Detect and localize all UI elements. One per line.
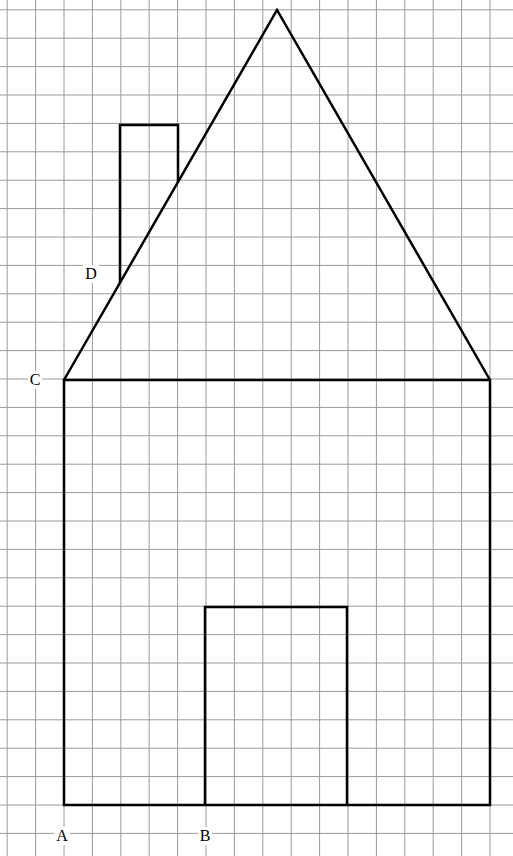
door: [205, 607, 347, 805]
grid-line: [0, 776, 513, 777]
point-label: A: [54, 827, 70, 845]
grid-line: [319, 0, 320, 856]
grid-line: [92, 0, 93, 856]
grid-line: [0, 350, 513, 351]
grid-line: [0, 492, 513, 493]
point-label: B: [198, 827, 213, 845]
grid-line: [0, 322, 513, 323]
grid-line: [0, 151, 513, 152]
grid-line: [0, 123, 513, 124]
grid-line: [0, 521, 513, 522]
grid-line: [0, 265, 513, 266]
grid-line: [0, 663, 513, 664]
grid-line: [0, 719, 513, 720]
grid-line: [0, 180, 513, 181]
roof: [64, 10, 490, 380]
grid-line: [0, 9, 513, 10]
grid-line: [0, 634, 513, 635]
grid-line: [0, 691, 513, 692]
grid-line: [291, 0, 292, 856]
grid-line: [461, 0, 462, 856]
grid-line: [0, 464, 513, 465]
grid-line: [0, 293, 513, 294]
grid-line: [0, 237, 513, 238]
grid-line: [404, 0, 405, 856]
grid-line: [0, 748, 513, 749]
grid-line: [35, 0, 36, 856]
grid-line: [149, 0, 150, 856]
grid-line: [0, 833, 513, 834]
grid-line: [0, 577, 513, 578]
point-label: C: [28, 371, 43, 389]
point-label: D: [83, 265, 99, 283]
grid-line: [0, 95, 513, 96]
grid-line: [0, 407, 513, 408]
grid-line: [234, 0, 235, 856]
grid-line: [0, 38, 513, 39]
grid-line: [0, 549, 513, 550]
grid-line: [262, 0, 263, 856]
grid-line: [376, 0, 377, 856]
chimney: [120, 125, 178, 283]
grid-line: [0, 66, 513, 67]
grid-line: [7, 0, 8, 856]
grid-line: [0, 435, 513, 436]
house-wall: [64, 380, 490, 805]
grid-line: [0, 208, 513, 209]
grid-line: [433, 0, 434, 856]
